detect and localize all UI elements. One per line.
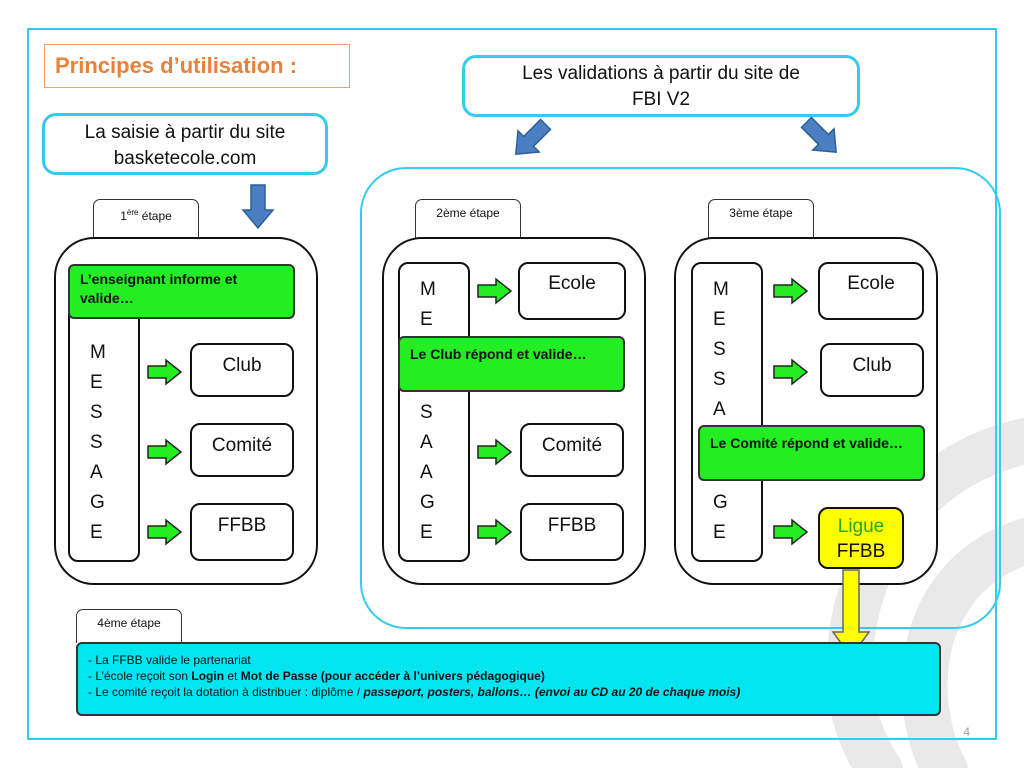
message-letter: G xyxy=(713,492,728,513)
green-arrow-icon xyxy=(147,519,182,545)
message-letter: M xyxy=(420,279,436,300)
box-club-3: Club xyxy=(820,343,924,397)
ligue-line2: FFBB xyxy=(836,541,886,562)
highlight-club: Le Club répond et valide… xyxy=(398,336,625,392)
ligue-line1: Ligue xyxy=(837,516,885,537)
message-letter: E xyxy=(713,309,726,330)
message-letter: S xyxy=(90,432,103,453)
callout-saisie-line1: La saisie à partir du site xyxy=(84,122,286,143)
message-letter: G xyxy=(90,492,105,513)
slide-title: Principes d’utilisation : xyxy=(44,44,350,88)
box-ecole-3: Ecole xyxy=(818,262,924,320)
message-letter: E xyxy=(713,522,726,543)
green-arrow-icon xyxy=(147,439,182,465)
highlight-comite: Le Comité répond et valide… xyxy=(698,425,925,481)
message-letters-3-top: M E S S A xyxy=(713,275,743,425)
step4-line2-c: (pour accéder à l’univers pédagogique) xyxy=(317,669,545,683)
message-letter: E xyxy=(90,522,103,543)
tab-step-1: 1ère étape xyxy=(93,199,199,238)
step4-line3-b: passeport, posters, ballons… (envoi au C… xyxy=(363,685,741,699)
message-letters-2-top: M E xyxy=(420,275,450,335)
box-ffbb-2: FFBB xyxy=(520,503,624,561)
message-letter: A xyxy=(420,462,433,483)
green-arrow-icon xyxy=(477,519,512,545)
green-arrow-icon xyxy=(147,359,182,385)
callout-validations: Les validations à partir du site de FBI … xyxy=(462,55,860,117)
message-letter: E xyxy=(90,372,103,393)
tab-step-2: 2ème étape xyxy=(415,199,521,238)
message-letter: A xyxy=(713,399,726,420)
step1-sup: ère xyxy=(126,208,139,217)
validation-region xyxy=(360,167,1001,629)
slide-frame xyxy=(27,28,997,740)
message-box-2 xyxy=(398,262,470,562)
box-ligue-ffbb: Ligue FFBB xyxy=(818,507,904,569)
step4-box: - La FFBB valide le partenariat - L’écol… xyxy=(76,642,941,716)
box-ffbb-1: FFBB xyxy=(190,503,294,561)
box-club-1: Club xyxy=(190,343,294,397)
page-number: 4 xyxy=(963,725,970,739)
message-letter: E xyxy=(420,522,433,543)
message-letter: S xyxy=(713,339,726,360)
tab-step-4: 4ème étape xyxy=(76,609,182,643)
step4-line3: - Le comité reçoit la dotation à distrib… xyxy=(88,684,929,700)
callout-validations-line1: Les validations à partir du site de xyxy=(522,63,800,84)
message-letter: M xyxy=(713,279,729,300)
message-letter: S xyxy=(90,402,103,423)
step4-line2: - L’école reçoit son Login et Mot de Pas… xyxy=(88,668,929,684)
green-arrow-icon xyxy=(773,359,808,385)
message-letter: A xyxy=(90,462,103,483)
step1-suffix: étape xyxy=(138,209,172,223)
highlight-enseignant: L’enseignant informe et valide… xyxy=(68,264,295,319)
callout-saisie: La saisie à partir du site basketecole.c… xyxy=(42,113,328,175)
box-ecole-2: Ecole xyxy=(518,262,626,320)
message-letter: A xyxy=(420,432,433,453)
callout-saisie-line2: basketecole.com xyxy=(113,148,257,169)
green-arrow-icon xyxy=(477,439,512,465)
message-box-1 xyxy=(68,290,140,562)
message-letters-1: M E S S A G E xyxy=(90,338,120,548)
box-comite-1: Comité xyxy=(190,423,294,477)
step4-login: Login xyxy=(191,669,225,683)
message-box-3 xyxy=(691,262,763,562)
green-arrow-icon xyxy=(477,278,512,304)
green-arrow-icon xyxy=(773,519,808,545)
tab-step-3: 3ème étape xyxy=(708,199,814,238)
step4-line3-a: - Le comité reçoit la dotation à distrib… xyxy=(88,685,364,699)
box-comite-2: Comité xyxy=(520,423,624,477)
callout-validations-line2: FBI V2 xyxy=(631,89,691,110)
green-arrow-icon xyxy=(773,278,808,304)
blue-diagonal-arrow-icon xyxy=(515,118,552,155)
message-letter: S xyxy=(713,369,726,390)
step4-line2-a: - L’école reçoit son xyxy=(88,669,192,683)
message-letter: E xyxy=(420,309,433,330)
step4-mot-de-passe: Mot de Passe xyxy=(240,669,318,683)
message-letters-3-bottom: G E xyxy=(713,488,743,548)
message-letter: S xyxy=(420,402,433,423)
step4-line1: - La FFBB valide le partenariat xyxy=(88,653,251,667)
message-letter: M xyxy=(90,342,106,363)
blue-diagonal-arrow-icon xyxy=(800,116,837,153)
message-letters-2-bottom: S A A G E xyxy=(420,398,450,548)
message-letter: G xyxy=(420,492,435,513)
blue-down-arrow-icon xyxy=(241,184,275,230)
step4-line2-b: et xyxy=(224,669,241,683)
step1-num: 1 xyxy=(120,209,127,223)
